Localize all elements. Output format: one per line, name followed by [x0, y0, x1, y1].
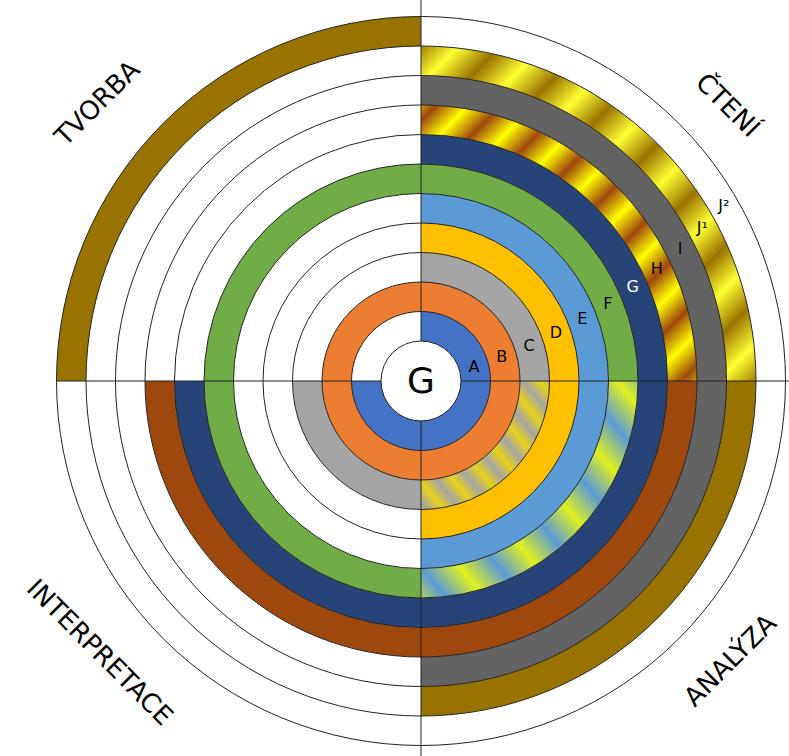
ring-segment	[57, 381, 422, 746]
ring-letter: F	[603, 296, 612, 312]
ring-letter: J¹	[697, 220, 708, 236]
quadrant-divider	[421, 421, 422, 756]
ring-segment	[86, 381, 421, 716]
ring-segment	[421, 381, 727, 687]
ring-segment	[421, 76, 727, 382]
ring-letter: J²	[718, 198, 729, 214]
quadrant-divider	[421, 0, 422, 341]
ring-letter: I	[678, 241, 683, 257]
ring-letter: G	[627, 279, 639, 295]
ring-segment	[421, 381, 786, 746]
ring-letter: E	[577, 311, 587, 327]
ring-letter: B	[496, 349, 507, 365]
ring-segment	[115, 76, 421, 382]
ring-letter: H	[651, 261, 663, 277]
ring-segment	[86, 46, 421, 381]
ring-letter: A	[468, 359, 479, 375]
quadrant-title: ČTENÍ	[691, 68, 764, 141]
quadrant-divider	[57, 381, 382, 382]
center-letter: G	[407, 363, 435, 399]
center-circle: G	[382, 342, 460, 420]
quadrant-title: TVORBA	[50, 56, 144, 150]
quadrant-divider	[461, 381, 789, 382]
ring-segment	[116, 381, 422, 687]
quadrant-title: ANALÝZA	[679, 609, 781, 711]
ring-outline	[381, 341, 461, 421]
ring-letter: C	[524, 338, 535, 354]
ring-letter: D	[550, 325, 562, 341]
ring-segment	[421, 17, 786, 382]
quadrant-title: INTERPRETACE	[22, 574, 177, 729]
